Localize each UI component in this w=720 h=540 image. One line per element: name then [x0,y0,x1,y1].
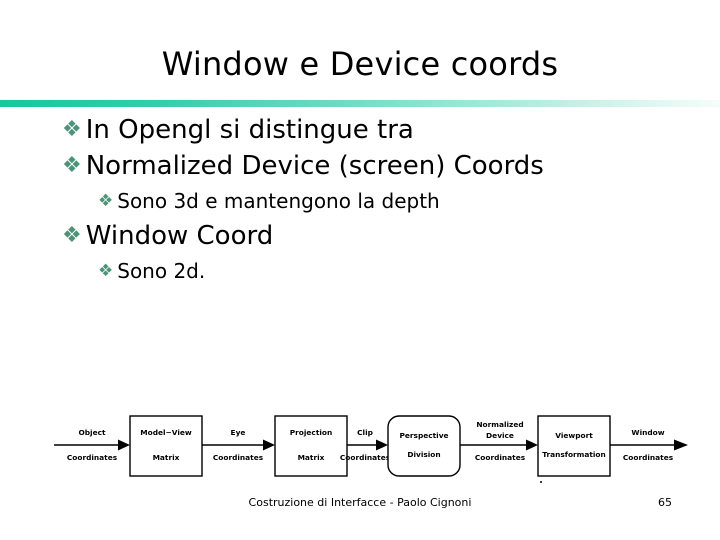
footer-page-number: 65 [658,496,672,509]
diagram-box-perspective-division-line1: Perspective [399,431,448,440]
list-item-label: Sono 2d. [117,259,206,283]
diagram-box-projection-line2: Matrix [298,453,325,462]
diamond-bullet-icon: ❖ [62,223,82,248]
edge-label-ndc-line2: Device [486,431,514,440]
diagram-box-perspective-division-line2: Division [407,450,440,459]
edge-label-ndc-line1: Normalized [476,420,523,429]
list-item-label: In Opengl si distingue tra [85,115,414,145]
diagram-box-model-view [129,415,203,477]
diamond-bullet-icon: ❖ [98,261,114,281]
edge-label-object-line2: Coordinates [67,453,118,462]
diagram-box-viewport-line1: Viewport [555,431,593,440]
diagram-box-projection-line1: Projection [290,428,332,437]
artifact-dot [540,481,542,483]
list-item: ❖ In Opengl si distingue tra [62,112,662,148]
edge-label-window-line1: Window [631,428,664,437]
footer-credit: Costruzione di Interfacce - Paolo Cignon… [248,496,472,509]
list-item-label: Sono 3d e mantengono la depth [117,189,440,213]
list-item-label: Window Coord [85,221,274,251]
list-item: ❖ Sono 2d. [98,254,662,288]
edge-label-clip-line1: Clip [357,428,373,437]
diagram-box-perspective-division [387,415,461,477]
diamond-bullet-icon: ❖ [62,153,82,178]
edge-label-ndc-line3: Coordinates [475,453,526,462]
diagram-box-model-view-line2: Matrix [153,453,180,462]
diamond-bullet-icon: ❖ [98,191,114,211]
title-divider [0,100,720,107]
diagram-box-viewport-line2: Transformation [542,450,606,459]
pipeline-diagram: Object Coordinates Model−View Matrix Eye… [48,404,694,486]
list-item-label: Normalized Device (screen) Coords [85,151,544,181]
list-item: ❖ Sono 3d e mantengono la depth [98,184,662,218]
edge-label-object-line1: Object [78,428,105,437]
list-item: ❖ Window Coord [62,218,662,254]
bullet-list: ❖ In Opengl si distingue tra ❖ Normalize… [62,112,662,288]
diagram-box-model-view-line1: Model−View [140,428,192,437]
edge-label-eye-line1: Eye [231,428,246,437]
list-item: ❖ Normalized Device (screen) Coords [62,148,662,184]
edge-label-eye-line2: Coordinates [213,453,264,462]
diagram-box-viewport-transformation [537,415,611,477]
edge-label-window-line2: Coordinates [623,453,674,462]
edge-label-clip-line2: Coordinates [340,453,391,462]
diagram-box-projection [274,415,348,477]
diamond-bullet-icon: ❖ [62,117,82,142]
page-title: Window e Device coords [161,45,559,83]
